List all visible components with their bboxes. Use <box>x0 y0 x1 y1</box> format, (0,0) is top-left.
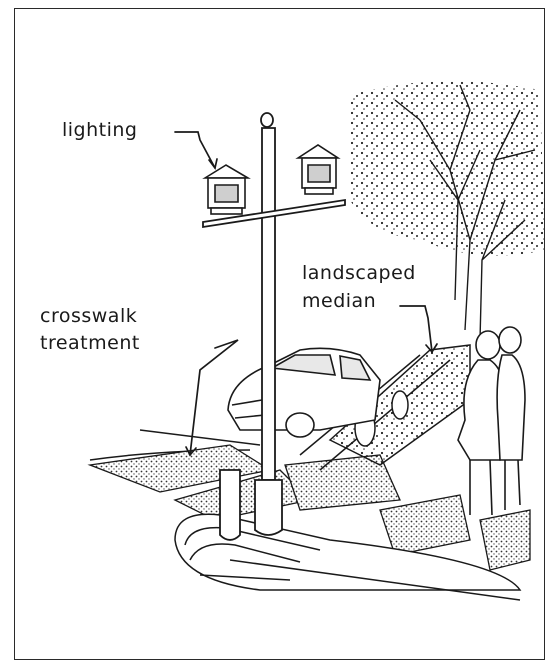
lantern-left <box>205 165 248 214</box>
car <box>228 348 380 437</box>
label-median: median <box>302 290 376 312</box>
label-lighting: lighting <box>62 119 138 141</box>
label-landscaped: landscaped <box>302 262 416 284</box>
lantern-right <box>298 145 338 194</box>
lighting-arrow <box>175 132 215 168</box>
label-crosswalk: crosswalk <box>40 305 137 327</box>
label-treatment: treatment <box>40 332 140 354</box>
tree <box>350 81 545 340</box>
